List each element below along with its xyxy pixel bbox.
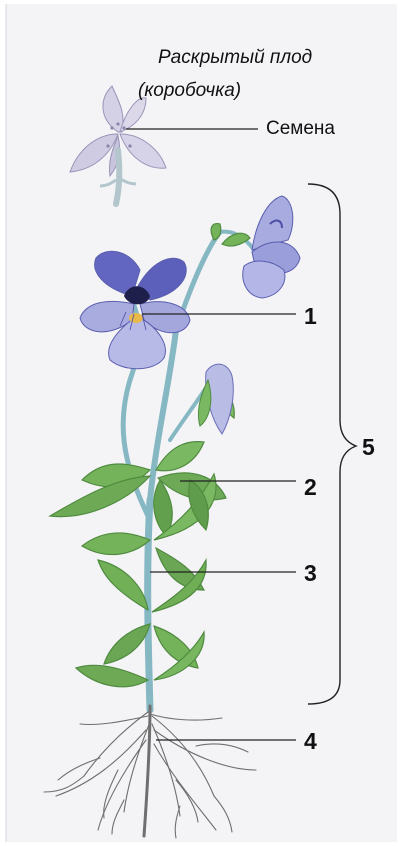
seeds-label: Семена — [266, 119, 335, 138]
callout-label-1: 1 — [304, 305, 317, 328]
fruit-caption-line2: (коробочка) — [138, 81, 241, 100]
callout-label-3: 3 — [304, 562, 317, 585]
callout-label-5: 5 — [362, 436, 375, 459]
callout-label-4: 4 — [304, 730, 317, 753]
fruit-caption-line1: Раскрытый плод — [158, 48, 312, 67]
callout-label-2: 2 — [304, 476, 317, 499]
